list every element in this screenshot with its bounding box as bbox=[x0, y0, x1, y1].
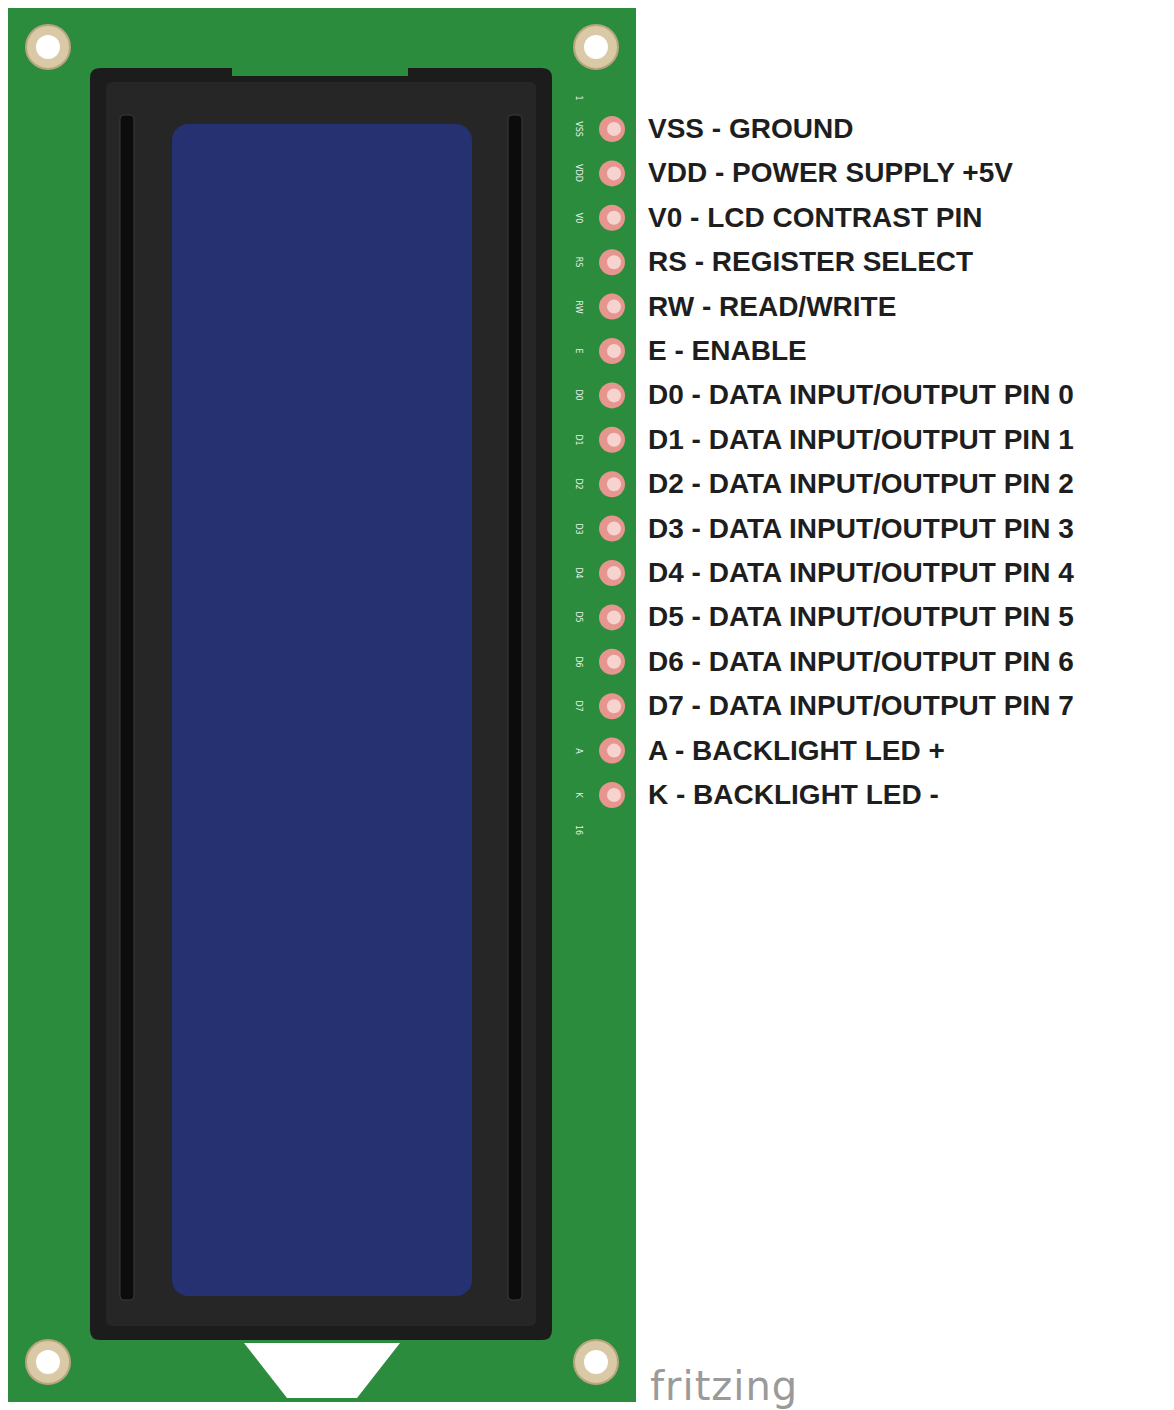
pin-pad-center bbox=[607, 788, 621, 802]
pin-description: RW - READ/WRITE bbox=[648, 293, 896, 321]
pin-pad bbox=[599, 471, 625, 497]
watermark: fritzing bbox=[650, 1366, 798, 1406]
pin-description: D6 - DATA INPUT/OUTPUT PIN 6 bbox=[648, 648, 1074, 676]
silkscreen-pin-label: 16 bbox=[574, 825, 582, 835]
pin-description: D3 - DATA INPUT/OUTPUT PIN 3 bbox=[648, 515, 1074, 543]
pin-pad-center bbox=[607, 566, 621, 580]
pin-description: D1 - DATA INPUT/OUTPUT PIN 1 bbox=[648, 426, 1074, 454]
silkscreen-pin-label: V0 bbox=[574, 213, 582, 224]
pin-description: RS - REGISTER SELECT bbox=[648, 248, 973, 276]
pin-pad bbox=[599, 738, 625, 764]
pin-description: D7 - DATA INPUT/OUTPUT PIN 7 bbox=[648, 692, 1074, 720]
silkscreen-pin-label: 1 bbox=[574, 95, 582, 100]
pin-description: A - BACKLIGHT LED + bbox=[648, 737, 945, 765]
pin-pad bbox=[599, 604, 625, 630]
mounting-holes bbox=[26, 25, 618, 1384]
silkscreen-pin-label: E bbox=[574, 348, 582, 353]
pin-pad-center bbox=[607, 744, 621, 758]
pin-pad bbox=[599, 782, 625, 808]
pin-description: VSS - GROUND bbox=[648, 115, 853, 143]
pin-pad-center bbox=[607, 166, 621, 180]
bezel-slot bbox=[508, 115, 522, 1300]
pin-pad bbox=[599, 516, 625, 542]
pin-pad-center bbox=[607, 255, 621, 269]
pin-pad-center bbox=[607, 610, 621, 624]
bezel-slot bbox=[120, 115, 134, 1300]
silkscreen-pin-label: K bbox=[574, 792, 582, 797]
pin-pad-center bbox=[607, 344, 621, 358]
pin-pad-center bbox=[607, 300, 621, 314]
pin-pad bbox=[599, 249, 625, 275]
pin-pad-center bbox=[607, 655, 621, 669]
pin-pad-center bbox=[607, 433, 621, 447]
lcd-bezel bbox=[90, 68, 552, 1340]
pin-description: D4 - DATA INPUT/OUTPUT PIN 4 bbox=[648, 559, 1074, 587]
pin-pad bbox=[599, 649, 625, 675]
pin-pad bbox=[599, 160, 625, 186]
pin-pad bbox=[599, 693, 625, 719]
silkscreen-pin-label: VDD bbox=[574, 164, 582, 182]
silkscreen-pin-label: D0 bbox=[574, 390, 582, 401]
pin-description: E - ENABLE bbox=[648, 337, 807, 365]
pin-description: D2 - DATA INPUT/OUTPUT PIN 2 bbox=[648, 470, 1074, 498]
pin-description: D5 - DATA INPUT/OUTPUT PIN 5 bbox=[648, 603, 1074, 631]
bezel-inner bbox=[106, 82, 536, 1326]
pin-pad-center bbox=[607, 122, 621, 136]
silkscreen-pin-label: D4 bbox=[574, 567, 582, 578]
pin-pad bbox=[599, 427, 625, 453]
pin-pad-center bbox=[607, 477, 621, 491]
pin-pad-center bbox=[607, 388, 621, 402]
silkscreen-pin-label: D2 bbox=[574, 479, 582, 490]
pin-pad-center bbox=[607, 699, 621, 713]
pin-description: D0 - DATA INPUT/OUTPUT PIN 0 bbox=[648, 381, 1074, 409]
pin-pads bbox=[599, 116, 625, 808]
pin-pad bbox=[599, 205, 625, 231]
silkscreen-pin-label: RW bbox=[574, 300, 582, 313]
silkscreen-pin-label: D7 bbox=[574, 701, 582, 712]
silkscreen-pin-label: D6 bbox=[574, 656, 582, 667]
pin-pad bbox=[599, 560, 625, 586]
silkscreen-pin-label: D1 bbox=[574, 434, 582, 445]
lcd-screen bbox=[172, 124, 472, 1296]
silkscreen-pin-label: A bbox=[574, 748, 582, 753]
pin-pad bbox=[599, 116, 625, 142]
pin-description: VDD - POWER SUPPLY +5V bbox=[648, 159, 1013, 187]
pcb-board bbox=[8, 8, 636, 1402]
silkscreen-pin-label: D3 bbox=[574, 523, 582, 534]
pin-pad-center bbox=[607, 522, 621, 536]
pin-pad bbox=[599, 382, 625, 408]
pin-description: V0 - LCD CONTRAST PIN bbox=[648, 204, 982, 232]
silkscreen-pin-label: VSS bbox=[574, 121, 582, 137]
pin-description: K - BACKLIGHT LED - bbox=[648, 781, 939, 809]
pin-pad-center bbox=[607, 211, 621, 225]
silkscreen-pin-label: RS bbox=[574, 257, 582, 268]
pin-pad bbox=[599, 338, 625, 364]
pin-pad bbox=[599, 294, 625, 320]
board-notch bbox=[244, 1343, 400, 1398]
silkscreen-pin-label: D5 bbox=[574, 612, 582, 623]
